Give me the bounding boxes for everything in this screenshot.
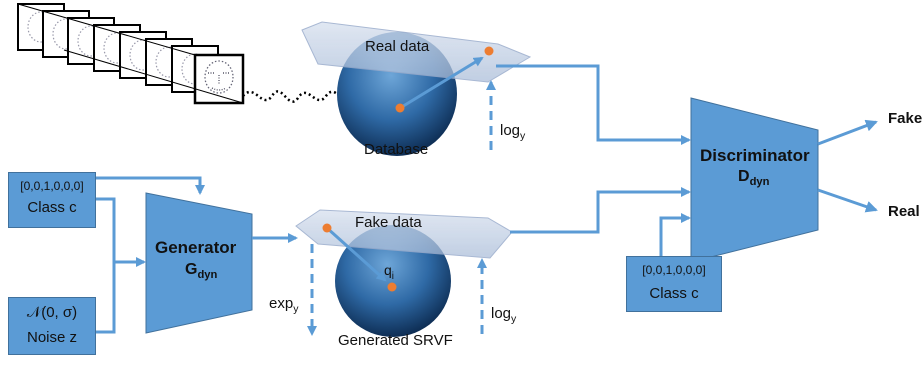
fake-data-label: Fake data [355, 214, 422, 231]
log-label-top: logy [500, 122, 525, 142]
real-data-plane [301, 21, 532, 83]
real-point-on-manifold [395, 103, 405, 113]
real-data-label: Real data [365, 38, 430, 55]
exp-map-arrow [325, 226, 387, 282]
generator-symbol-sub: dyn [197, 269, 218, 282]
log-label-bottom: logy [491, 305, 516, 325]
q-label-main: q [384, 262, 392, 278]
discriminator-block [690, 97, 819, 263]
inputs-join-line [96, 197, 116, 334]
q-label-sub: i [391, 270, 394, 282]
noise-input-label: Noise z [26, 329, 78, 346]
class-to-discriminator-arrow [659, 213, 691, 256]
disc-class-input-vector: [0,0,1,0,0,0] [642, 263, 706, 277]
generated-sphere [335, 225, 451, 337]
stack-edge [17, 3, 196, 56]
face-frames-stack [17, 3, 245, 105]
discriminator-symbol-sub: dyn [749, 176, 770, 189]
fake-output-arrow [817, 119, 878, 146]
database-label: Database [364, 141, 429, 158]
class-input-box: [0,0,1,0,0,0] Class c [8, 172, 96, 228]
real-point-on-plane [484, 46, 494, 56]
stack-edge [63, 49, 244, 104]
class-input-label: Class c [27, 199, 77, 216]
log-label-top-sub: y [520, 130, 526, 142]
log-label-top-main: log [500, 122, 521, 139]
noise-input-box: 𝒩(0, σ) Noise z [8, 297, 96, 355]
discriminator-symbol: Ddyn [738, 168, 769, 188]
log-label-bottom-sub: y [511, 313, 517, 325]
generator-title: Generator [155, 238, 237, 257]
disc-class-input-box: [0,0,1,0,0,0] Class c [626, 256, 722, 312]
real-output-label: Real [888, 203, 920, 220]
real-output-arrow [817, 188, 878, 213]
noise-input-dist: 𝒩(0, σ) [26, 304, 78, 321]
fake-point-on-plane [322, 223, 332, 233]
q-label: qi [384, 262, 394, 282]
log-map-arrow [399, 56, 484, 110]
class-input-vector: [0,0,1,0,0,0] [20, 179, 84, 193]
fake-output-label: Fake [888, 110, 923, 127]
discriminator-title: Discriminator [700, 146, 810, 165]
generated-point-on-manifold [387, 282, 397, 292]
exp-label-main: exp [269, 295, 294, 312]
disc-class-input-label: Class c [649, 285, 699, 302]
fake-to-discriminator-arrow [510, 187, 691, 234]
log-label-bottom-main: log [491, 305, 512, 322]
generator-block [145, 192, 253, 334]
exp-label: expy [269, 295, 298, 315]
exp-label-sub: y [293, 303, 299, 315]
generator-symbol: Gdyn [185, 261, 217, 281]
real-to-discriminator-arrow [496, 64, 691, 145]
class-to-generator-arrow [96, 176, 205, 195]
face-frame-front [193, 53, 245, 105]
discriminator-symbol-main: D [738, 168, 750, 185]
generator-symbol-main: G [185, 261, 198, 278]
generated-srvf-label: Generated SRVF [338, 332, 453, 349]
